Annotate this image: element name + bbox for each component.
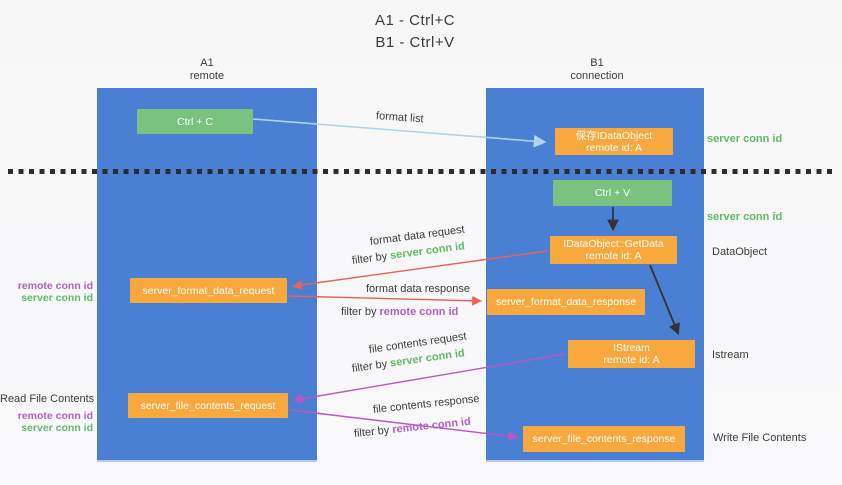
server-format-data-request-node: server_format_data_request [130, 278, 287, 303]
ctrl-c-label: Ctrl + C [177, 115, 213, 128]
format-request-to-response-arrow [288, 295, 482, 306]
filter-by-server-conn-id-label-1: filter by server conn id [351, 240, 465, 267]
filter-by-text: filter by [351, 250, 391, 267]
server-format-data-response-node: server_format_data_response [487, 289, 645, 315]
format-list-label: format list [375, 110, 424, 126]
lane-a-role: remote [189, 70, 225, 82]
getdata-line2: remote id: A [585, 250, 642, 262]
lane-a-header: A1 remote [147, 57, 267, 83]
filter-by-text: filter by [351, 357, 391, 375]
server-conn-id-label-mid: server conn id [707, 211, 783, 223]
ctrl-v-label: Ctrl + V [594, 187, 631, 199]
remote-conn-id-label-left-1: remote conn id [17, 280, 93, 292]
save-idataobject-node: 保存IDataObject remote id: A [555, 128, 673, 155]
server-conn-id-label-left-1: server conn id [21, 292, 93, 304]
read-file-contents-label: Read File Contents [0, 393, 95, 405]
dataobject-label: DataObject [712, 246, 768, 258]
diagram-title-line2: B1 - Ctrl+V [375, 34, 455, 51]
left-conn-stack-2: remote conn id server conn id [3, 410, 93, 434]
filter-by-remote-conn-id-label-2: filter by remote conn id [353, 416, 471, 440]
server-file-contents-request-node: server_file_contents_request [128, 393, 288, 418]
lane-b-role: connection [570, 70, 624, 82]
lane-b-name: B1 [590, 57, 604, 69]
lane-a-name: A1 [200, 57, 214, 69]
idataobject-getdata-node: IDataObject::GetData remote id: A [550, 236, 677, 264]
server-file-contents-response-node: server_file_contents_response [523, 426, 685, 452]
remote-conn-id-inline-2: remote conn id [391, 415, 472, 436]
server-conn-id-label-left-2: server conn id [21, 422, 93, 434]
ctrl-v-node: Ctrl + V [553, 180, 672, 206]
server-conn-id-label-top: server conn id [707, 133, 783, 145]
diagram-title-line1: A1 - Ctrl+C [374, 12, 456, 29]
save-idataobject-line2: remote id: A [585, 141, 643, 154]
format-response-label: server_format_data_response [495, 296, 637, 308]
separator-dotted-line [8, 169, 836, 174]
left-conn-stack-1: remote conn id server conn id [3, 280, 93, 304]
istream-line1: IStream [613, 342, 650, 354]
file-request-label: server_file_contents_request [140, 399, 276, 412]
ctrl-c-node: Ctrl + C [137, 109, 253, 134]
istream-line2: remote id: A [603, 354, 660, 366]
write-file-contents-label: Write File Contents [713, 432, 807, 444]
lane-b-header: B1 connection [537, 57, 657, 83]
format-data-response-label: format data response [366, 283, 470, 295]
file-contents-response-label: file contents response [372, 392, 481, 416]
filter-by-text: filter by [341, 306, 380, 318]
istream-label: Istream [712, 349, 749, 361]
format-request-label: server_format_data_request [142, 284, 275, 297]
getdata-line1: IDataObject::GetData [563, 238, 664, 250]
filter-by-text: filter by [353, 424, 393, 440]
filter-by-remote-conn-id-label-1: filter by remote conn id [341, 306, 458, 318]
save-idataobject-line1: 保存IDataObject [575, 129, 653, 142]
remote-conn-id-inline-1: remote conn id [379, 306, 459, 318]
istream-node: IStream remote id: A [568, 340, 695, 368]
diagram-title: A1 - Ctrl+C B1 - Ctrl+V [340, 10, 490, 54]
remote-conn-id-label-left-2: remote conn id [17, 410, 93, 422]
file-response-label: server_file_contents_response [532, 433, 676, 445]
